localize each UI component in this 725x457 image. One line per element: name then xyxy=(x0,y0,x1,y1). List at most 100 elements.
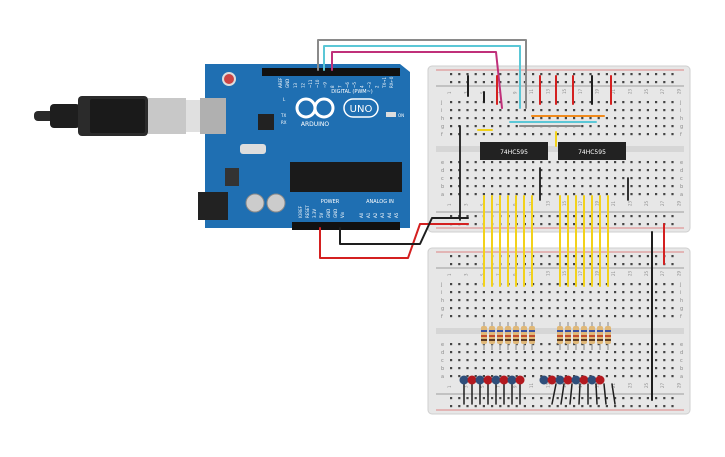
bb-bottom-hole[interactable] xyxy=(614,367,617,370)
bb-bottom-hole[interactable] xyxy=(597,315,600,318)
bb-top-rail-hole[interactable] xyxy=(540,223,543,226)
bb-top-rail-hole[interactable] xyxy=(573,73,576,76)
bb-bottom-hole[interactable] xyxy=(491,315,494,318)
led[interactable] xyxy=(467,375,477,385)
bb-bottom-rail-hole[interactable] xyxy=(638,405,641,408)
bb-bottom-hole[interactable] xyxy=(671,359,674,362)
bb-bottom-hole[interactable] xyxy=(491,359,494,362)
bb-top-hole[interactable] xyxy=(671,193,674,196)
bb-top-hole[interactable] xyxy=(655,109,658,112)
bb-bottom-hole[interactable] xyxy=(532,343,535,346)
bb-top-hole[interactable] xyxy=(523,161,526,164)
bb-top-hole[interactable] xyxy=(540,101,543,104)
led[interactable] xyxy=(515,375,525,385)
bb-top-hole[interactable] xyxy=(556,169,559,172)
bb-bottom-hole[interactable] xyxy=(614,375,617,378)
bb-top-hole[interactable] xyxy=(507,109,510,112)
bb-top-rail-hole[interactable] xyxy=(638,215,641,218)
bb-bottom-hole[interactable] xyxy=(671,283,674,286)
bb-top-hole[interactable] xyxy=(630,193,633,196)
bb-bottom-hole[interactable] xyxy=(458,315,461,318)
bb-bottom-hole[interactable] xyxy=(646,283,649,286)
bb-bottom-hole[interactable] xyxy=(581,359,584,362)
bb-bottom-hole[interactable] xyxy=(523,375,526,378)
bb-top-rail-hole[interactable] xyxy=(589,73,592,76)
bb-top-hole[interactable] xyxy=(614,169,617,172)
bb-top-hole[interactable] xyxy=(638,161,641,164)
bb-top-hole[interactable] xyxy=(499,185,502,188)
bb-top-hole[interactable] xyxy=(589,133,592,136)
bb-bottom-hole[interactable] xyxy=(556,351,559,354)
bb-bottom-hole[interactable] xyxy=(597,359,600,362)
bb-bottom-rail-hole[interactable] xyxy=(663,397,666,400)
bb-bottom-hole[interactable] xyxy=(523,299,526,302)
bb-top-hole[interactable] xyxy=(597,109,600,112)
bb-bottom-hole[interactable] xyxy=(499,307,502,310)
bb-top-hole[interactable] xyxy=(450,193,453,196)
bb-top-hole[interactable] xyxy=(466,117,469,120)
bb-bottom-hole[interactable] xyxy=(458,299,461,302)
bb-bottom-hole[interactable] xyxy=(646,351,649,354)
wire[interactable] xyxy=(339,217,469,245)
bb-bottom-hole[interactable] xyxy=(630,351,633,354)
bb-bottom-hole[interactable] xyxy=(491,351,494,354)
bb-bottom-rail-hole[interactable] xyxy=(614,405,617,408)
bb-bottom-rail-hole[interactable] xyxy=(450,263,453,266)
bb-bottom-hole[interactable] xyxy=(573,299,576,302)
bb-bottom-rail-hole[interactable] xyxy=(491,397,494,400)
bb-bottom-hole[interactable] xyxy=(646,307,649,310)
bb-bottom-hole[interactable] xyxy=(466,283,469,286)
bb-bottom-hole[interactable] xyxy=(646,291,649,294)
bb-bottom-hole[interactable] xyxy=(663,299,666,302)
bb-top-hole[interactable] xyxy=(491,177,494,180)
bb-bottom-hole[interactable] xyxy=(532,315,535,318)
bb-top-rail-hole[interactable] xyxy=(589,223,592,226)
bb-top-hole[interactable] xyxy=(556,177,559,180)
bb-top-rail-hole[interactable] xyxy=(458,81,461,84)
bb-bottom-hole[interactable] xyxy=(556,307,559,310)
bb-top-hole[interactable] xyxy=(482,193,485,196)
bb-bottom-hole[interactable] xyxy=(450,299,453,302)
led[interactable] xyxy=(547,375,557,385)
bb-bottom-hole[interactable] xyxy=(532,367,535,370)
bb-top-hole[interactable] xyxy=(523,101,526,104)
bb-bottom-hole[interactable] xyxy=(482,367,485,370)
bb-top-hole[interactable] xyxy=(548,117,551,120)
bb-top-hole[interactable] xyxy=(499,161,502,164)
bb-top-hole[interactable] xyxy=(507,117,510,120)
bb-top-hole[interactable] xyxy=(540,109,543,112)
bb-top-rail-hole[interactable] xyxy=(523,81,526,84)
bb-bottom-hole[interactable] xyxy=(663,343,666,346)
bb-top-rail-hole[interactable] xyxy=(548,223,551,226)
bb-top-hole[interactable] xyxy=(655,161,658,164)
bb-bottom-hole[interactable] xyxy=(466,367,469,370)
bb-top-hole[interactable] xyxy=(597,193,600,196)
bb-top-hole[interactable] xyxy=(638,169,641,172)
bb-bottom-hole[interactable] xyxy=(466,359,469,362)
usb-cable[interactable] xyxy=(34,96,216,136)
bb-top-hole[interactable] xyxy=(515,177,518,180)
bb-bottom-hole[interactable] xyxy=(507,299,510,302)
bb-top-rail-hole[interactable] xyxy=(597,223,600,226)
led[interactable] xyxy=(483,375,493,385)
bb-top-hole[interactable] xyxy=(482,161,485,164)
bb-bottom-hole[interactable] xyxy=(556,283,559,286)
bb-top-rail-hole[interactable] xyxy=(630,215,633,218)
bb-bottom-hole[interactable] xyxy=(589,315,592,318)
bb-bottom-rail-hole[interactable] xyxy=(573,255,576,258)
bb-top-hole[interactable] xyxy=(663,117,666,120)
bb-top-hole[interactable] xyxy=(532,133,535,136)
bb-top-rail-hole[interactable] xyxy=(532,223,535,226)
bb-bottom-rail-hole[interactable] xyxy=(466,397,469,400)
bb-top-hole[interactable] xyxy=(474,185,477,188)
bb-top-hole[interactable] xyxy=(450,125,453,128)
bb-top-hole[interactable] xyxy=(450,169,453,172)
bb-bottom-hole[interactable] xyxy=(622,307,625,310)
bb-bottom-rail-hole[interactable] xyxy=(605,263,608,266)
bb-top-hole[interactable] xyxy=(532,117,535,120)
bb-top-hole[interactable] xyxy=(523,193,526,196)
bb-top-hole[interactable] xyxy=(507,177,510,180)
bb-bottom-hole[interactable] xyxy=(458,359,461,362)
bb-bottom-rail-hole[interactable] xyxy=(581,405,584,408)
bb-bottom-hole[interactable] xyxy=(532,283,535,286)
